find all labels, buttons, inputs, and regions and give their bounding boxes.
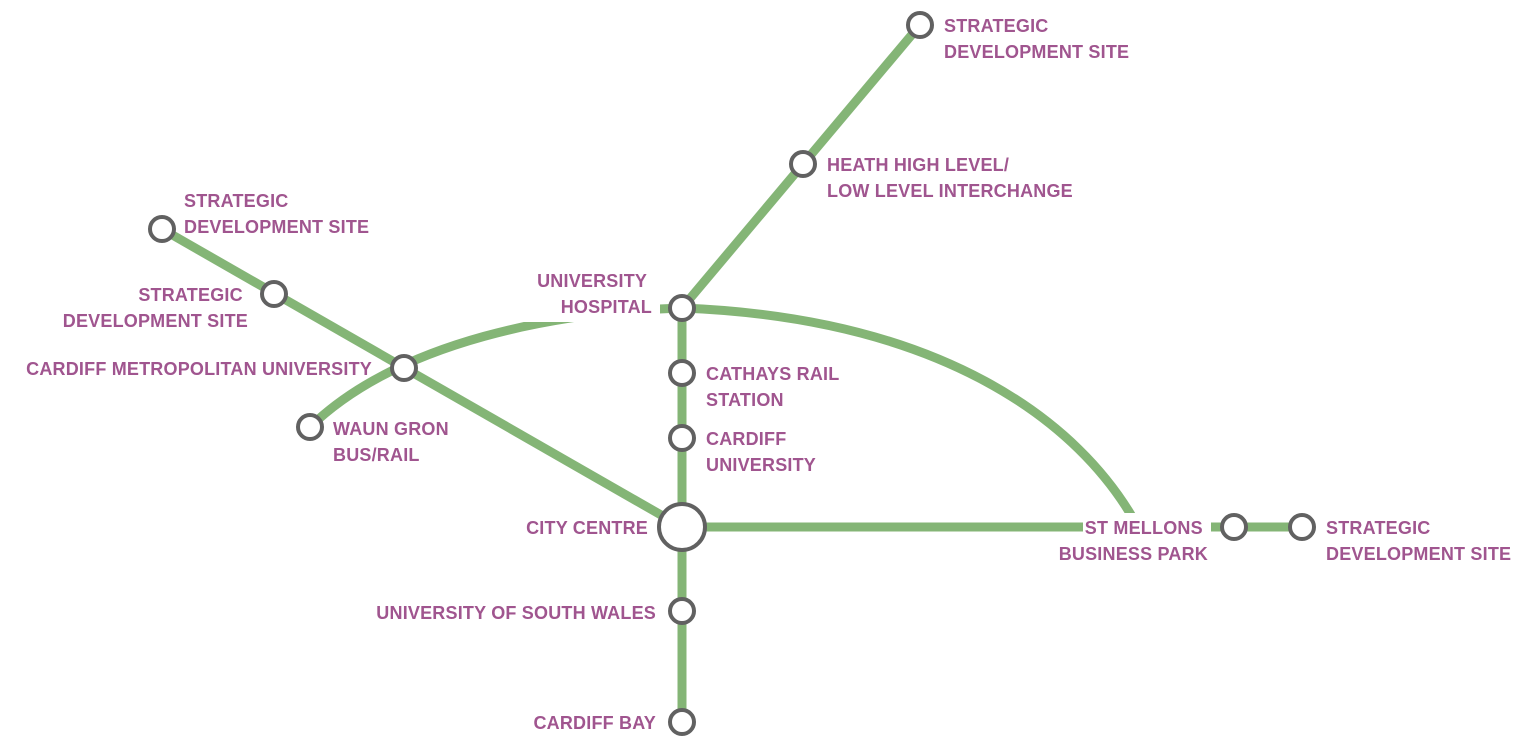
station-label-cardiff-university: CARDIFF UNIVERSITY (706, 429, 816, 475)
station-marker-university-hospital[interactable] (668, 294, 696, 322)
station-marker-city-centre[interactable] (657, 502, 707, 552)
station-marker-cathays[interactable] (668, 359, 696, 387)
station-marker-sds-west[interactable] (260, 280, 288, 308)
station-marker-usw[interactable] (668, 597, 696, 625)
route-northwest-line (159, 225, 685, 531)
station-label-cardiff-bay: CARDIFF BAY (533, 713, 656, 733)
label-mask-university-hospital (520, 294, 660, 322)
station-label-sds-northeast: STRATEGIC DEVELOPMENT SITE (944, 16, 1129, 62)
station-marker-heath[interactable] (789, 150, 817, 178)
label-mask-st-mellons (1083, 513, 1211, 541)
station-marker-waun-gron[interactable] (296, 413, 324, 441)
label-masks (520, 294, 1211, 541)
station-marker-cardiff-bay[interactable] (668, 708, 696, 736)
station-label-cardiff-met: CARDIFF METROPOLITAN UNIVERSITY (26, 359, 372, 379)
station-marker-cardiff-met[interactable] (390, 354, 418, 382)
station-marker-cardiff-university[interactable] (668, 424, 696, 452)
station-markers (148, 11, 1316, 736)
station-label-sds-west: STRATEGIC DEVELOPMENT SITE (63, 285, 248, 331)
route-hospital-st-mellons-curve (681, 303, 1142, 530)
station-marker-sds-east[interactable] (1288, 513, 1316, 541)
station-marker-sds-northwest[interactable] (148, 215, 176, 243)
station-label-sds-east: STRATEGIC DEVELOPMENT SITE (1326, 518, 1511, 564)
station-label-university-hospital: UNIVERSITY HOSPITAL (537, 271, 652, 317)
station-label-heath: HEATH HIGH LEVEL/ LOW LEVEL INTERCHANGE (827, 155, 1073, 201)
station-marker-sds-northeast[interactable] (906, 11, 934, 39)
station-labels: STRATEGIC DEVELOPMENT SITE HEATH HIGH LE… (26, 16, 1511, 733)
station-label-sds-northwest: STRATEGIC DEVELOPMENT SITE (184, 191, 369, 237)
station-label-city-centre: CITY CENTRE (526, 518, 648, 538)
station-label-usw: UNIVERSITY OF SOUTH WALES (376, 603, 656, 623)
station-label-cathays: CATHAYS RAIL STATION (706, 364, 844, 410)
station-label-st-mellons: ST MELLONS BUSINESS PARK (1059, 518, 1208, 564)
station-marker-st-mellons[interactable] (1220, 513, 1248, 541)
station-label-waun-gron: WAUN GRON BUS/RAIL (333, 419, 454, 465)
